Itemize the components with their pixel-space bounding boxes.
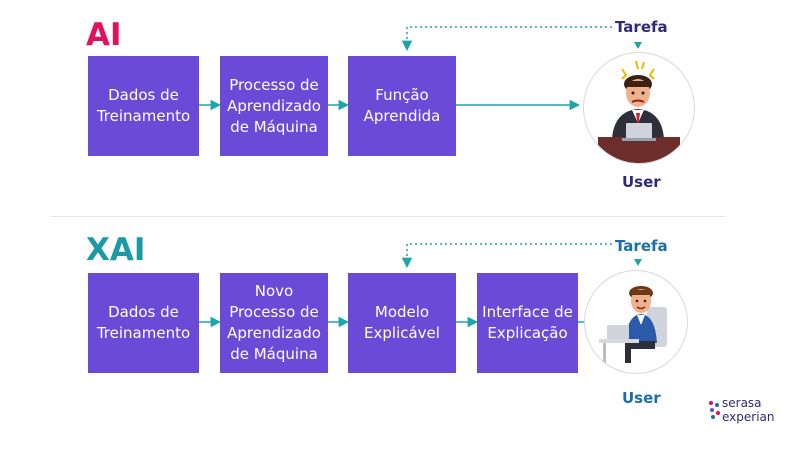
xai-box-new-ml-process: Novo Processo de Aprendizado de Máquina [220,273,328,373]
logo-line1: serasa [722,396,762,410]
ai-box-training-data: Dados de Treinamento [88,56,199,156]
logo-line2: experian [722,410,775,424]
dotted-task-xai [401,243,612,269]
calm-user-icon [599,286,667,365]
xai-task-label: Tarefa [615,237,668,255]
xai-user-label: User [622,389,661,407]
xai-user-avatar [584,270,688,374]
xai-section-title: XAI [86,232,146,268]
ai-section-title: AI [86,17,122,53]
task-pointer-xai [634,259,642,266]
section-divider [50,216,726,217]
ai-task-label: Tarefa [615,18,668,36]
ai-user-avatar [583,52,695,164]
stressed-user-icon [598,60,680,163]
xai-box-training-data: Dados de Treinamento [88,273,199,373]
xai-box-explanation-interface: Interface de Explicação [477,273,578,373]
dots-logo-icon [709,401,720,419]
ai-user-label: User [622,173,661,191]
ai-box-learned-function: Função Aprendida [348,56,456,156]
ai-box-ml-process: Processo de Aprendizado de Máquina [220,56,328,156]
task-pointer-ai [634,42,642,49]
serasa-experian-logo: serasa experian [708,396,788,430]
xai-box-explainable-model: Modelo Explicável [348,273,456,373]
dotted-task-ai [401,26,612,52]
